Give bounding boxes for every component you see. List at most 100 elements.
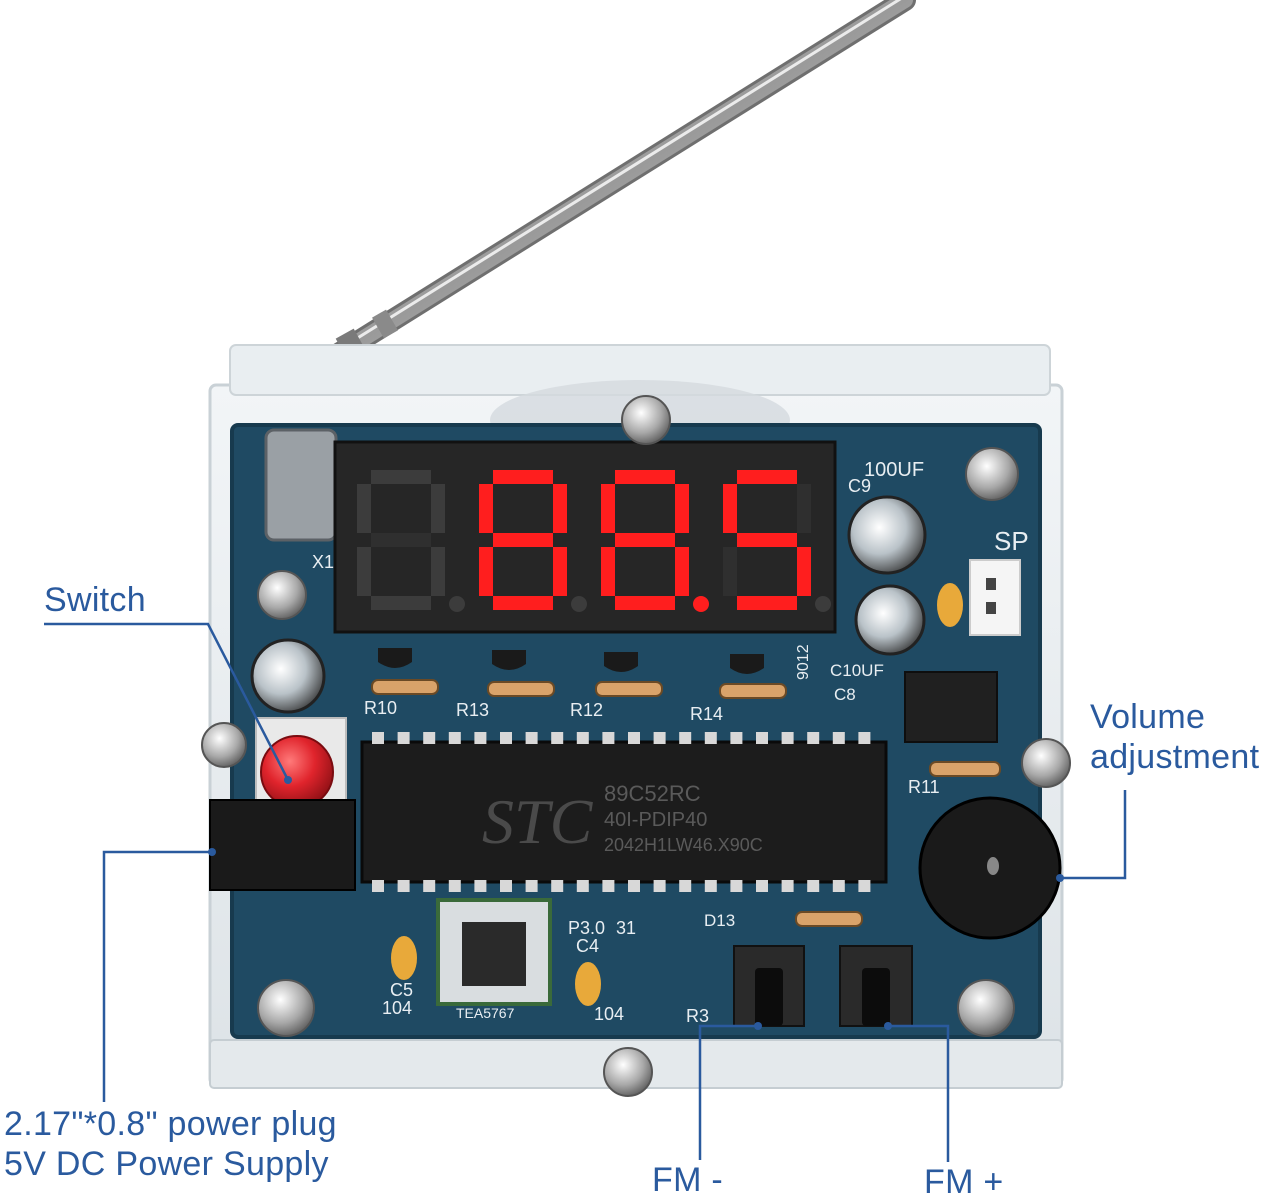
- chip-pin: [551, 732, 564, 744]
- digit-segment: [431, 547, 445, 596]
- digit-segment: [431, 484, 445, 533]
- switch-label: Switch: [44, 581, 146, 619]
- chip-line3-label: 2042H1LW46.X90C: [604, 835, 763, 855]
- digit-segment: [615, 470, 675, 484]
- digit-segment: [493, 596, 553, 610]
- screw: [201, 395, 1071, 1097]
- chip-pin: [653, 880, 666, 892]
- fm-plus-button[interactable]: [839, 945, 913, 1027]
- power-label-line2: 5V DC Power Supply: [4, 1145, 329, 1184]
- c8-label: C8: [834, 685, 856, 704]
- fm-minus-label: FM -: [652, 1161, 724, 1199]
- ceramic-capacitor-c5: [391, 936, 417, 980]
- chip-brand-label: STC: [482, 786, 594, 857]
- chip-pin: [372, 880, 384, 892]
- chip-pin: [602, 732, 615, 744]
- p30-label: P3.0: [568, 918, 605, 938]
- digit-segment: [737, 596, 797, 610]
- capacitor-left: [250, 638, 326, 714]
- sp-label: SP: [994, 526, 1029, 556]
- digit-segment: [737, 470, 797, 484]
- speaker-connector: [969, 559, 1021, 636]
- digit-segment: [371, 470, 431, 484]
- digit-segment: [553, 484, 567, 533]
- fm-minus-callout: FM -: [652, 1160, 723, 1200]
- digit-segment: [357, 547, 371, 596]
- x1-label: X1: [312, 552, 334, 572]
- digit-segment: [479, 547, 493, 596]
- chip-pin: [397, 732, 410, 744]
- antenna-coil: [264, 428, 338, 542]
- callout-lines: [44, 622, 1127, 1162]
- resistor-row: [371, 679, 1001, 927]
- chip-pin: [474, 732, 487, 744]
- ceramic-capacitor-top: [937, 583, 963, 627]
- r13-label: R13: [456, 700, 489, 720]
- decimal-point: [693, 596, 709, 612]
- chip-pin: [372, 732, 384, 744]
- chip-pin: [525, 880, 538, 892]
- microcontroller: [360, 732, 888, 892]
- r12-label: R12: [570, 700, 603, 720]
- p31-label: 31: [616, 918, 636, 938]
- chip-pin: [423, 732, 436, 744]
- fm-plus-callout: FM +: [924, 1162, 1004, 1202]
- fm-minus-button[interactable]: [733, 945, 805, 1027]
- capacitor-c10: [854, 584, 926, 656]
- chip-pin: [781, 732, 794, 744]
- fm-plus-label: FM +: [924, 1163, 1004, 1201]
- transistor-label: 9012: [795, 644, 812, 680]
- volume-callout: Volume adjustment: [1090, 697, 1259, 777]
- digit-segment: [615, 533, 675, 547]
- chip-pin: [832, 732, 845, 744]
- c4-value-label: 104: [594, 1004, 624, 1024]
- decimal-point: [449, 596, 465, 612]
- chip-pin: [756, 880, 768, 892]
- chip-pin: [756, 732, 768, 744]
- digit-segment: [737, 533, 797, 547]
- chip-pin: [704, 880, 717, 892]
- antenna: [273, 0, 916, 401]
- capacitor-c9: [847, 495, 927, 575]
- volume-knob[interactable]: [918, 796, 1062, 940]
- display-digits: [357, 470, 831, 612]
- c4-label: C4: [576, 936, 599, 956]
- d13-label: D13: [704, 911, 735, 930]
- digit-segment: [357, 484, 371, 533]
- chip-pin: [423, 880, 436, 892]
- digit-segment: [723, 484, 737, 533]
- digit-segment: [797, 484, 811, 533]
- chip-pin: [730, 880, 743, 892]
- power-jack: [209, 799, 356, 891]
- c5-value-label: 104: [382, 998, 412, 1018]
- power-label-line1: 2.17"*0.8" power plug: [4, 1105, 337, 1143]
- chip-pin: [474, 880, 487, 892]
- digit-segment: [371, 533, 431, 547]
- chip-model-label: 89C52RC: [604, 781, 701, 806]
- chip-pin: [576, 732, 589, 744]
- chip-line2-label: 40I-PDIP40: [604, 809, 707, 831]
- chip-pin: [525, 732, 538, 744]
- digit-segment: [723, 547, 737, 596]
- chip-pin: [858, 732, 871, 744]
- digit-segment: [615, 596, 675, 610]
- chip-pin: [807, 732, 820, 744]
- chip-pin: [500, 732, 512, 744]
- module-label: TEA5767: [456, 1005, 515, 1021]
- r14-label: R14: [690, 704, 723, 724]
- chip-pin: [551, 880, 564, 892]
- chip-pin: [679, 880, 692, 892]
- chip-pin: [704, 732, 717, 744]
- chip-pin: [781, 880, 794, 892]
- ceramic-capacitor-c4: [575, 962, 601, 1006]
- r11-label: R11: [908, 777, 940, 797]
- chip-pin: [832, 880, 845, 892]
- decimal-point: [815, 596, 831, 612]
- chip-pin: [679, 732, 692, 744]
- digit-segment: [797, 547, 811, 596]
- chip-pin: [730, 732, 743, 744]
- digit-segment: [601, 547, 615, 596]
- digit-segment: [675, 484, 689, 533]
- c10-label: C10UF: [830, 661, 884, 680]
- c9-label: C9: [848, 476, 871, 496]
